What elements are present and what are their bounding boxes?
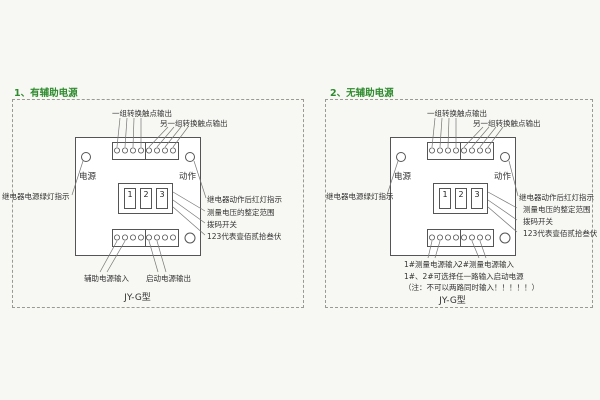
dip-wheel: [140, 188, 152, 209]
annotation-red-led: 继电器动作后红灯指示: [207, 195, 282, 204]
annotation-voltage-range: 测量电压的整定范围: [207, 208, 275, 217]
annotation-measure-in-2: 2#测量电源输入: [458, 260, 515, 269]
corner-screw: [184, 232, 196, 244]
dip-wheel: [156, 188, 168, 209]
annotation-contacts-group1: 一组转换触点输出: [112, 109, 172, 118]
green-led: [396, 152, 406, 162]
device-outline-right: [390, 137, 516, 256]
terminals-left: [114, 147, 176, 241]
annotation-start-power-out: 启动电源输出: [146, 274, 191, 283]
annotation-contacts-group2: 另一组转换触点输出: [160, 119, 228, 128]
model-label: JY-G型: [124, 293, 151, 303]
green-led: [81, 152, 91, 162]
annotation-voltage-range: 测量电压的整定范围: [523, 205, 591, 214]
red-led: [185, 152, 195, 162]
red-led: [500, 152, 510, 162]
dip-wheel: [439, 188, 451, 209]
dip-digit: 1: [127, 190, 133, 199]
action-label: 动作: [494, 172, 512, 182]
device-outline-left: [75, 137, 201, 256]
annotation-aux-power-in: 辅助电源输入: [84, 274, 129, 283]
leader-lines-left: [71, 117, 207, 273]
dip-digit: 2: [143, 190, 149, 199]
dip-digit: 3: [474, 190, 480, 199]
dip-digits: 1 2 3: [122, 190, 170, 199]
annotation-green-led: 继电器电源绿灯指示: [326, 192, 394, 201]
dip-digit: 3: [159, 190, 165, 199]
annotation-contacts-group1: 一组转换触点输出: [427, 109, 487, 118]
panel-title-left: 1、有辅助电源: [14, 88, 78, 99]
annotation-note-line2: （注：不可以两路同时输入！！！！！）: [404, 283, 539, 292]
corner-screw: [499, 232, 511, 244]
dip-digit: 2: [458, 190, 464, 199]
annotation-green-led: 继电器电源绿灯指示: [2, 192, 70, 201]
annotation-note-line1: 1#、2#可选择任一路输入启动电源: [404, 272, 524, 281]
annotation-contacts-group2: 另一组转换触点输出: [473, 119, 541, 128]
annotation-dip-switch: 拨码开关: [523, 217, 553, 226]
terminals-right: [428, 147, 491, 241]
annotation-measure-in-1: 1#测量电源输入: [404, 260, 461, 269]
dip-wheel: [455, 188, 467, 209]
dip-wheel: [124, 188, 136, 209]
power-label: 电源: [79, 172, 97, 182]
dip-digit: 1: [442, 190, 448, 199]
dip-digits: 1 2 3: [437, 190, 485, 199]
model-label: JY-G型: [439, 296, 466, 306]
panel-frame-left: [12, 99, 304, 308]
annotation-volts-code: 123代表壹佰贰拾叁伏: [207, 232, 282, 241]
leader-lines-right: [386, 117, 519, 259]
panel-frame-right: [325, 99, 593, 308]
annotation-volts-code: 123代表壹佰贰拾叁伏: [523, 229, 598, 238]
annotation-dip-switch: 拨码开关: [207, 220, 237, 229]
dip-wheel: [471, 188, 483, 209]
panel-title-right: 2、无辅助电源: [330, 88, 394, 99]
action-label: 动作: [179, 172, 197, 182]
power-label: 电源: [394, 172, 412, 182]
annotation-red-led: 继电器动作后红灯指示: [519, 193, 594, 202]
